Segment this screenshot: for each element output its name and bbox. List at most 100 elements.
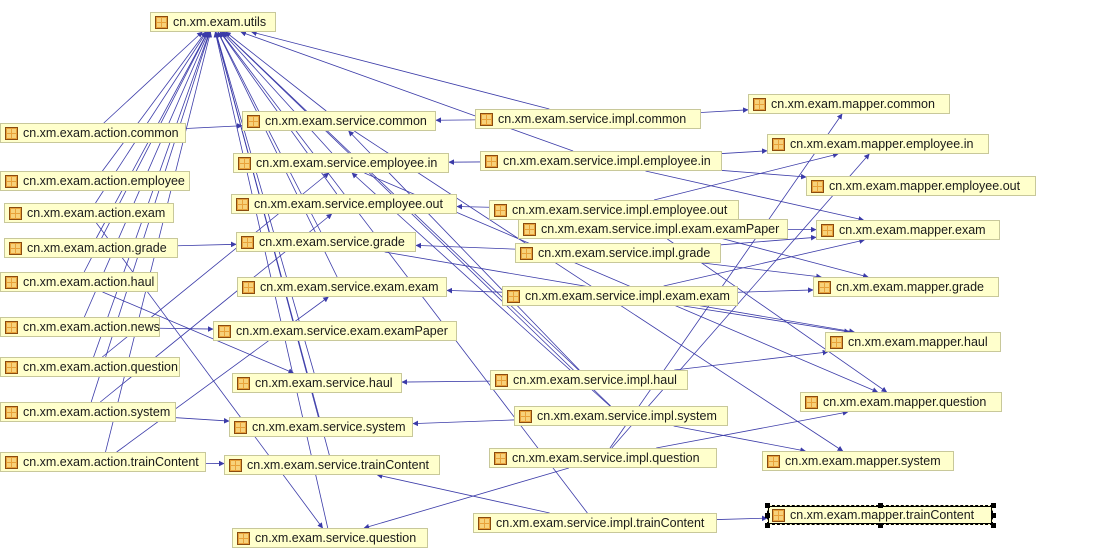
package-icon — [772, 137, 785, 151]
dependency-edge — [674, 349, 829, 371]
dependency-edge — [220, 31, 588, 514]
package-label: cn.xm.exam.mapper.system — [785, 454, 941, 468]
package-node[interactable]: cn.xm.exam.service.impl.system — [514, 406, 728, 426]
package-node[interactable]: cn.xm.exam.mapper.haul — [825, 332, 1001, 352]
dependency-edge — [737, 287, 814, 293]
package-icon — [241, 235, 254, 249]
package-node[interactable]: cn.xm.exam.action.system — [0, 402, 176, 422]
package-node[interactable]: cn.xm.exam.mapper.employee.out — [806, 176, 1036, 196]
package-node[interactable]: cn.xm.exam.service.impl.haul — [490, 370, 688, 390]
package-node[interactable]: cn.xm.exam.service.question — [232, 528, 428, 548]
dependency-edge — [673, 425, 806, 453]
package-node[interactable]: cn.xm.exam.action.grade — [4, 238, 178, 258]
package-label: cn.xm.exam.action.common — [23, 126, 179, 140]
selection-handle[interactable] — [878, 503, 883, 508]
package-label: cn.xm.exam.action.haul — [23, 275, 155, 289]
package-node[interactable]: cn.xm.exam.service.impl.trainContent — [473, 513, 717, 533]
dependency-edge — [720, 234, 817, 246]
package-node[interactable]: cn.xm.exam.service.employee.in — [233, 153, 449, 173]
package-node[interactable]: cn.xm.exam.service.impl.question — [489, 448, 717, 468]
package-label: cn.xm.exam.service.haul — [255, 376, 393, 390]
package-icon — [5, 320, 18, 334]
dependency-edge — [611, 153, 870, 449]
dependency-edge — [251, 30, 550, 110]
package-node[interactable]: cn.xm.exam.action.news — [0, 317, 160, 337]
dependency-edge — [102, 31, 206, 172]
package-node[interactable]: cn.xm.exam.action.exam — [4, 203, 174, 223]
dependency-edge — [663, 238, 865, 287]
dependency-edge — [225, 31, 327, 112]
package-node[interactable]: cn.xm.exam.mapper.trainContent — [765, 503, 996, 528]
package-icon — [238, 156, 251, 170]
package-icon — [155, 15, 168, 29]
package-node[interactable]: cn.xm.exam.service.impl.exam.examPaper — [518, 219, 788, 239]
package-icon — [218, 324, 231, 338]
package-label: cn.xm.exam.service.exam.examPaper — [236, 324, 448, 338]
dependency-edge — [415, 242, 516, 250]
package-node[interactable]: cn.xm.exam.action.haul — [0, 272, 158, 292]
selection-handle[interactable] — [765, 503, 770, 508]
dependency-edge — [401, 379, 491, 385]
dependency-edge — [609, 113, 843, 449]
package-icon — [811, 179, 824, 193]
package-label: cn.xm.exam.mapper.employee.in — [790, 137, 974, 151]
package-icon — [9, 206, 22, 220]
package-node[interactable]: cn.xm.exam.service.exam.exam — [237, 277, 447, 297]
package-node[interactable]: cn.xm.exam.service.grade — [236, 232, 416, 252]
package-icon — [520, 246, 533, 260]
package-node[interactable]: cn.xm.exam.service.haul — [232, 373, 402, 393]
dependency-edge — [412, 419, 515, 427]
package-node[interactable]: cn.xm.exam.utils — [150, 12, 276, 32]
package-label: cn.xm.exam.mapper.grade — [836, 280, 984, 294]
selection-handle[interactable] — [878, 523, 883, 528]
package-icon — [494, 451, 507, 465]
selection-handle[interactable] — [765, 513, 770, 518]
package-icon — [753, 97, 766, 111]
package-label: cn.xm.exam.service.system — [252, 420, 406, 434]
package-node[interactable]: cn.xm.exam.action.employee — [0, 171, 190, 191]
package-label: cn.xm.exam.service.trainContent — [247, 458, 430, 472]
package-node[interactable]: cn.xm.exam.service.employee.out — [231, 194, 457, 214]
dependency-edge — [221, 31, 333, 154]
package-node[interactable]: cn.xm.exam.mapper.common — [748, 94, 950, 114]
package-node[interactable]: cn.xm.exam.mapper.grade — [813, 277, 999, 297]
selection-handle[interactable] — [991, 523, 996, 528]
package-icon — [5, 360, 18, 374]
package-node[interactable]: cn.xm.exam.mapper.exam — [816, 220, 1000, 240]
package-node[interactable]: cn.xm.exam.mapper.system — [762, 451, 954, 471]
package-icon — [805, 395, 818, 409]
package-label: cn.xm.exam.action.trainContent — [23, 455, 199, 469]
package-node[interactable]: cn.xm.exam.mapper.question — [800, 392, 1002, 412]
package-node[interactable]: cn.xm.exam.service.impl.grade — [515, 243, 721, 263]
selection-handle[interactable] — [765, 523, 770, 528]
package-label: cn.xm.exam.service.impl.employee.out — [512, 203, 728, 217]
package-node[interactable]: cn.xm.exam.action.question — [0, 357, 180, 377]
package-node[interactable]: cn.xm.exam.mapper.employee.in — [767, 134, 989, 154]
package-node[interactable]: cn.xm.exam.service.impl.employee.in — [480, 151, 722, 171]
package-label: cn.xm.exam.service.employee.in — [256, 156, 438, 170]
dependency-edge — [83, 31, 209, 273]
package-icon — [229, 458, 242, 472]
dependency-edge — [177, 241, 237, 248]
package-node[interactable]: cn.xm.exam.service.exam.examPaper — [213, 321, 457, 341]
selection-handle[interactable] — [991, 513, 996, 518]
package-icon — [237, 376, 250, 390]
package-node[interactable]: cn.xm.exam.action.trainContent — [0, 452, 206, 472]
dependency-edge — [175, 417, 230, 424]
package-node[interactable]: cn.xm.exam.service.impl.exam.exam — [502, 286, 738, 306]
package-node[interactable]: cn.xm.exam.action.common — [0, 123, 186, 143]
selection-handle[interactable] — [991, 503, 996, 508]
package-node[interactable]: cn.xm.exam.service.system — [229, 417, 413, 437]
package-node[interactable]: cn.xm.exam.service.common — [242, 111, 436, 131]
package-label: cn.xm.exam.service.impl.question — [512, 451, 700, 465]
package-label: cn.xm.exam.service.common — [265, 114, 427, 128]
package-label: cn.xm.exam.action.employee — [23, 174, 185, 188]
package-label: cn.xm.exam.service.impl.common — [498, 112, 687, 126]
package-node[interactable]: cn.xm.exam.service.impl.employee.out — [489, 200, 739, 220]
package-label: cn.xm.exam.action.news — [23, 320, 160, 334]
package-node[interactable]: cn.xm.exam.service.impl.common — [475, 109, 701, 129]
dependency-edge — [376, 473, 550, 514]
package-icon — [478, 516, 491, 530]
package-node[interactable]: cn.xm.exam.service.trainContent — [224, 455, 440, 475]
package-label: cn.xm.exam.mapper.haul — [848, 335, 988, 349]
